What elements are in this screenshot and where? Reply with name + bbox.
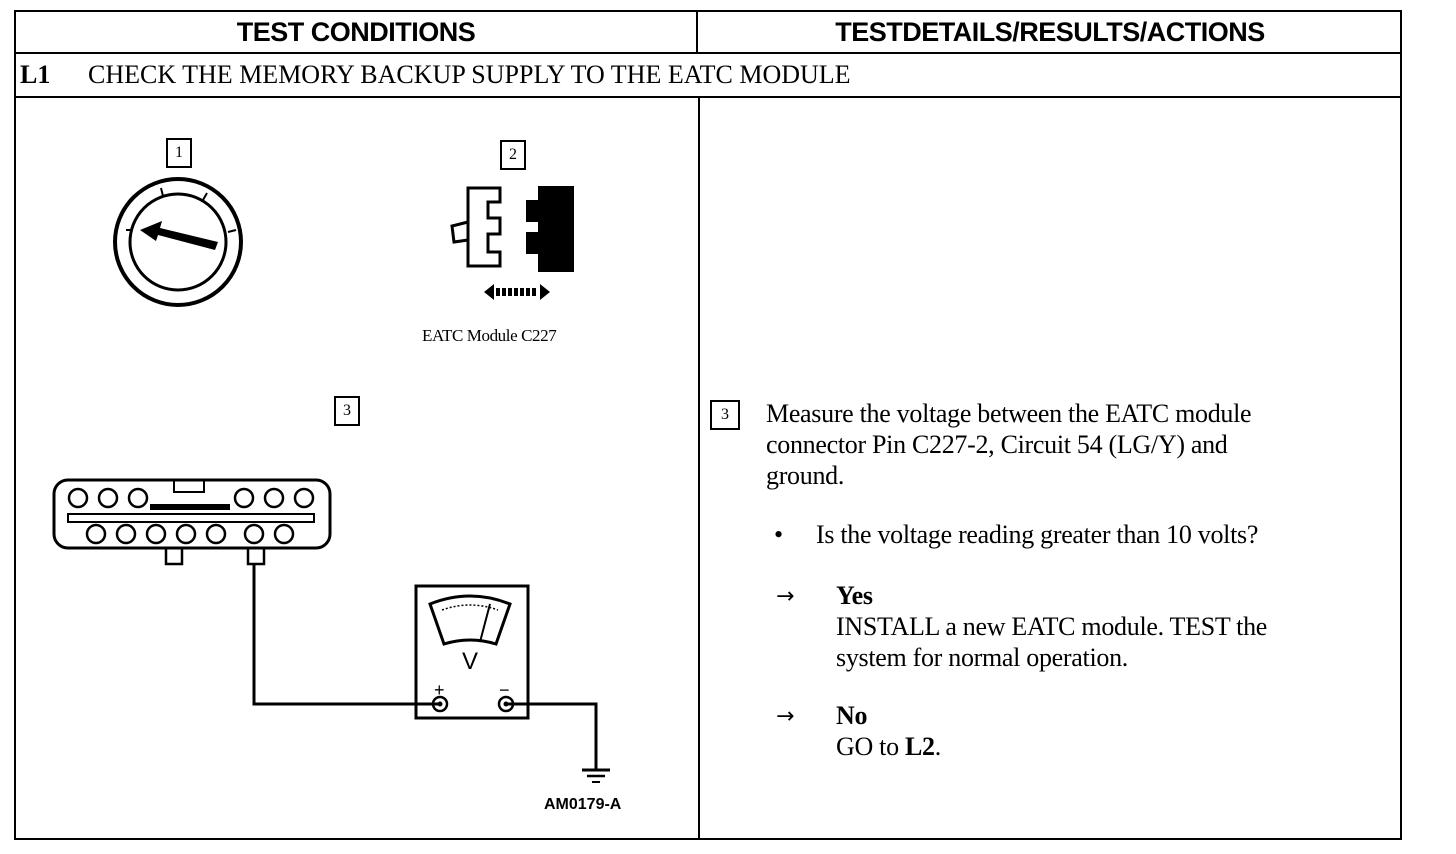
measure-line-2: connector Pin C227-2, Circuit 54 (LG/Y) … [766, 430, 1228, 459]
question: Is the voltage reading greater than 10 v… [816, 520, 1259, 549]
measure-line-3: ground. [766, 461, 845, 490]
figure-id: AM0179-A [544, 796, 622, 813]
connector-face-icon [52, 478, 332, 566]
no-action-prefix: GO to [836, 732, 905, 761]
header-test-conditions: TEST CONDITIONS [16, 12, 698, 54]
no-result: No GO to L2. [836, 700, 941, 762]
step-id: L1 [20, 60, 51, 89]
no-action-suffix: . [934, 732, 942, 761]
measure-instruction: Measure the voltage between the EATC mod… [766, 398, 1252, 491]
test-lead-negative [506, 702, 598, 770]
callout-1: 1 [166, 138, 192, 168]
ground-icon [582, 768, 610, 783]
connector-caption: EATC Module C227 [422, 326, 557, 345]
ignition-switch-icon [113, 177, 243, 307]
yes-action-line-1: INSTALL a new EATC module. TEST the [836, 612, 1268, 641]
connector-c227-icon [450, 186, 574, 300]
meter-minus-label: − [499, 680, 510, 700]
step-row: L1 CHECK THE MEMORY BACKUP SUPPLY TO THE… [16, 54, 1400, 98]
details-callout-3: 3 [710, 400, 740, 430]
callout-3: 3 [334, 396, 360, 426]
yes-label: Yes [836, 581, 873, 610]
measure-line-1: Measure the voltage between the EATC mod… [766, 399, 1252, 428]
yes-action-line-2: system for normal operation. [836, 643, 1128, 672]
no-action: GO to L2. [836, 731, 941, 762]
callout-2: 2 [500, 140, 526, 170]
test-lead-positive [252, 564, 440, 706]
no-arrow-icon: → [776, 704, 795, 729]
bullet: • [774, 520, 783, 549]
voltmeter-icon [414, 584, 530, 720]
step-title: CHECK THE MEMORY BACKUP SUPPLY TO THE EA… [88, 60, 851, 89]
no-label: No [836, 701, 868, 730]
yes-arrow-icon: → [776, 584, 795, 609]
meter-label: V [462, 648, 479, 675]
meter-plus-label: + [434, 680, 445, 700]
no-action-target: L2 [904, 732, 935, 761]
procedure-table: TEST CONDITIONS TESTDETAILS/RESULTS/ACTI… [14, 10, 1402, 840]
yes-result: Yes INSTALL a new EATC module. TEST the … [836, 580, 1267, 673]
header-test-details: TESTDETAILS/RESULTS/ACTIONS [698, 12, 1402, 54]
column-divider [698, 98, 700, 840]
